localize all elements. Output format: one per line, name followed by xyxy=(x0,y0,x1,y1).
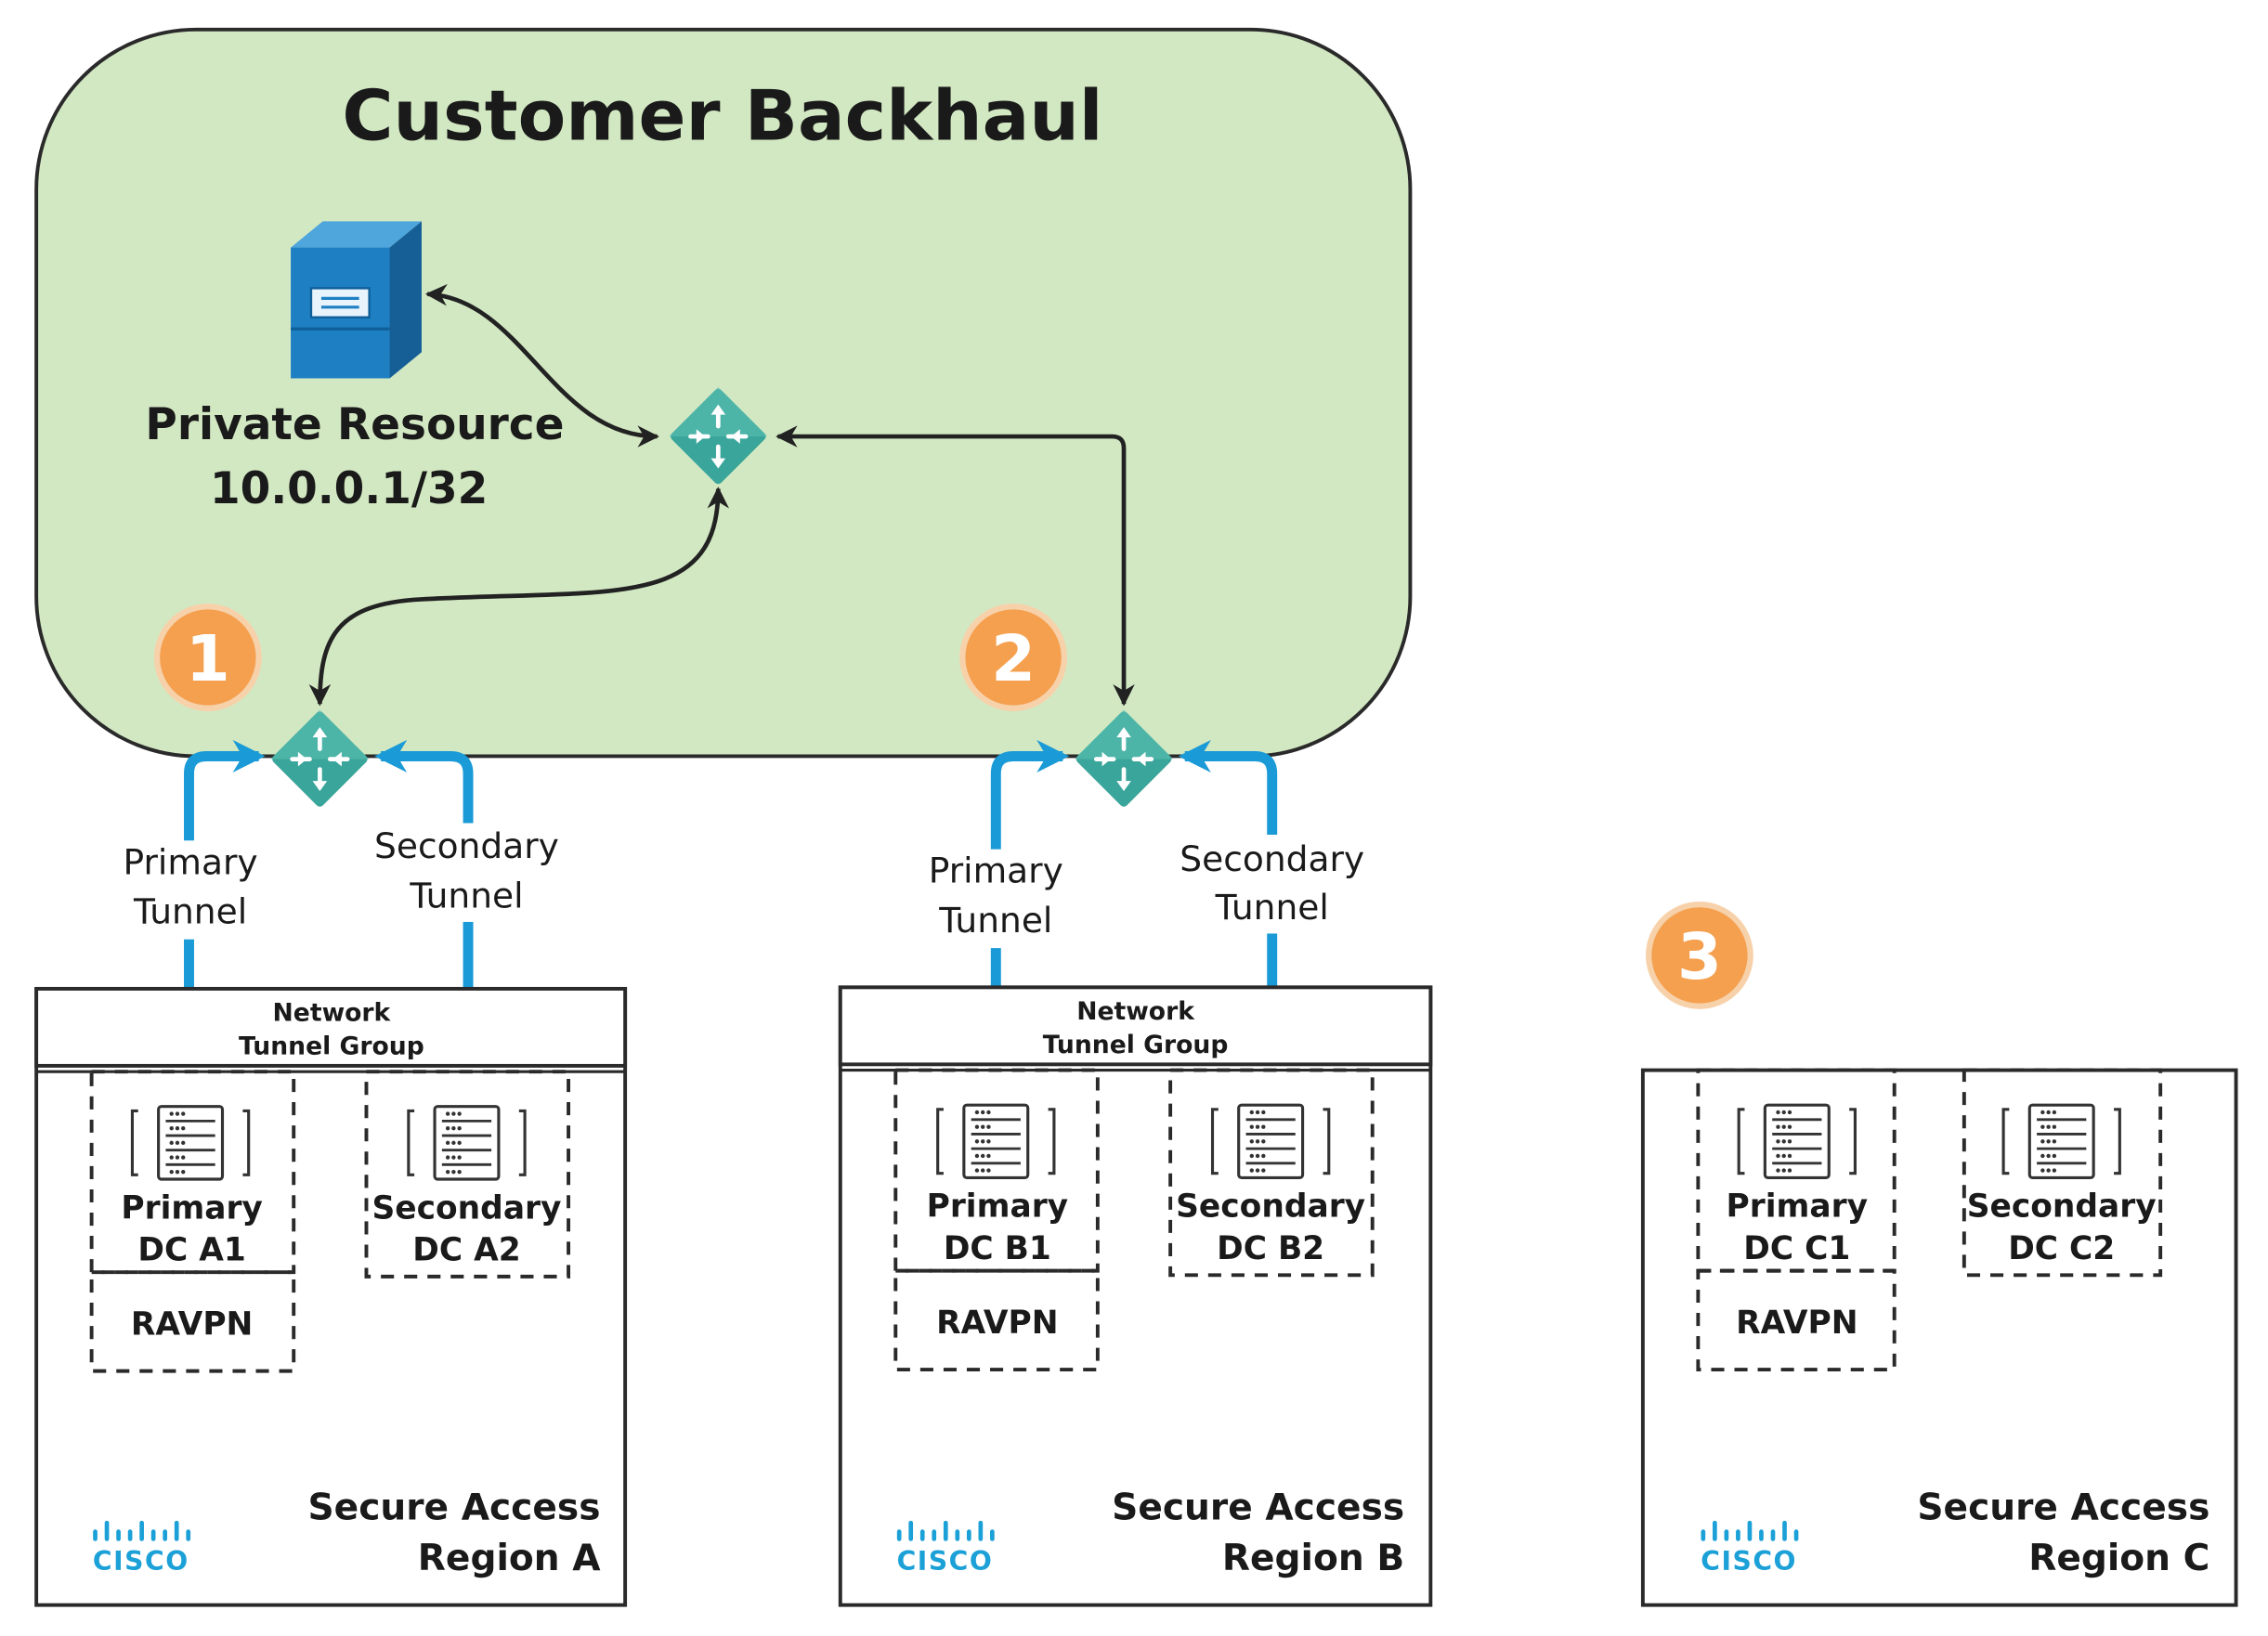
backhaul-title: Customer Backhaul xyxy=(342,75,1102,157)
primary-dc-b1-label-2: DC B1 xyxy=(944,1230,1051,1267)
svg-text:CISCO: CISCO xyxy=(93,1546,189,1577)
secondary-tunnel-a-label-2: Tunnel xyxy=(409,875,523,915)
secondary-dc-b2-label-2: DC B2 xyxy=(1217,1230,1324,1267)
svg-text:3: 3 xyxy=(1677,920,1722,994)
region-b-box: Network Tunnel Group Primary DC B1 RAVPN… xyxy=(838,985,1433,1607)
primary-dc-a1 xyxy=(89,1070,296,1275)
svg-text:1: 1 xyxy=(186,622,230,696)
ntg-a-label-1: Network xyxy=(273,998,392,1027)
primary-dc-c1-label-2: DC C1 xyxy=(1743,1230,1850,1267)
region-b-name-2: Region B xyxy=(1222,1538,1404,1579)
core-to-router-2-link xyxy=(776,425,1135,707)
region-c-name-2: Region C xyxy=(2028,1538,2209,1579)
ravpn-a xyxy=(89,1270,296,1373)
step-badge-3: 3 xyxy=(1646,902,1753,1009)
primary-tunnel-a xyxy=(172,739,266,1076)
ravpn-a-label: RAVPN xyxy=(131,1305,254,1343)
primary-tunnel-a-label-2: Tunnel xyxy=(133,890,247,931)
private-resource-label: Private Resource xyxy=(145,399,564,450)
secondary-dc-b2 xyxy=(1168,1068,1375,1278)
primary-dc-a1-label-2: DC A1 xyxy=(137,1232,245,1269)
secondary-dc-b2-label-1: Secondary xyxy=(1176,1188,1365,1226)
secondary-dc-a2-label-2: DC A2 xyxy=(412,1232,520,1269)
secondary-tunnel-b-label-2: Tunnel xyxy=(1215,887,1329,928)
ntg-a-label-2: Tunnel Group xyxy=(239,1032,424,1060)
step-badge-2: 2 xyxy=(959,604,1067,711)
cisco-logo-icon: CISCO xyxy=(1701,1520,1799,1577)
secondary-dc-c2 xyxy=(1962,1068,2163,1278)
primary-tunnel-a-label-1: Primary xyxy=(124,841,258,882)
ravpn-c-label: RAVPN xyxy=(1736,1305,1857,1342)
secondary-tunnel-a-label-1: Secondary xyxy=(374,825,559,866)
ntg-b-label-2: Tunnel Group xyxy=(1043,1031,1229,1059)
region-b-name-1: Secure Access xyxy=(1112,1487,1404,1528)
svg-text:CISCO: CISCO xyxy=(897,1546,994,1577)
ravpn-c xyxy=(1696,1268,1897,1372)
secondary-tunnel-a xyxy=(374,739,485,1076)
primary-tunnel-b-label-2: Tunnel xyxy=(938,900,1052,941)
cisco-logo-icon: CISCO xyxy=(93,1520,191,1577)
step-badge-1: 1 xyxy=(153,604,262,711)
secondary-tunnel-b xyxy=(1178,739,1289,1076)
ravpn-b xyxy=(893,1268,1100,1372)
primary-tunnel-b xyxy=(979,739,1070,1076)
region-a-name-2: Region A xyxy=(418,1538,601,1579)
secondary-tunnel-b-label-1: Secondary xyxy=(1180,838,1364,879)
svg-text:CISCO: CISCO xyxy=(1701,1546,1797,1577)
ntg-b-label-1: Network xyxy=(1076,997,1195,1026)
ravpn-b-label: RAVPN xyxy=(936,1305,1059,1342)
secondary-dc-c2-label-1: Secondary xyxy=(1967,1188,2157,1226)
region-a-name-1: Secure Access xyxy=(308,1487,601,1528)
network-tunnel-group-b xyxy=(838,985,1433,1067)
network-tunnel-group-a xyxy=(34,986,628,1068)
secondary-dc-c2-label-2: DC C2 xyxy=(2008,1230,2115,1267)
cisco-logo-icon: CISCO xyxy=(897,1520,995,1577)
region-c-box: Primary DC C1 RAVPN Secondary DC C2 CISC… xyxy=(1640,1068,2238,1607)
server-tower-icon xyxy=(291,221,422,379)
primary-dc-b1-label-1: Primary xyxy=(927,1188,1069,1226)
primary-dc-a1-label-1: Primary xyxy=(121,1189,263,1227)
private-resource-ip: 10.0.0.1/32 xyxy=(210,463,488,514)
primary-tunnel-b-label-1: Primary xyxy=(929,850,1063,891)
region-c-name-1: Secure Access xyxy=(1917,1487,2209,1528)
server-to-core-router-link xyxy=(424,283,659,448)
region-a-box: Network Tunnel Group Primary DC A1 RAVPN… xyxy=(34,986,628,1607)
secondary-dc-a2 xyxy=(364,1070,571,1279)
secondary-dc-a2-label-1: Secondary xyxy=(371,1189,561,1227)
svg-text:2: 2 xyxy=(991,622,1036,696)
primary-dc-c1-label-1: Primary xyxy=(1727,1188,1869,1226)
core-to-router-1-link xyxy=(308,487,730,707)
